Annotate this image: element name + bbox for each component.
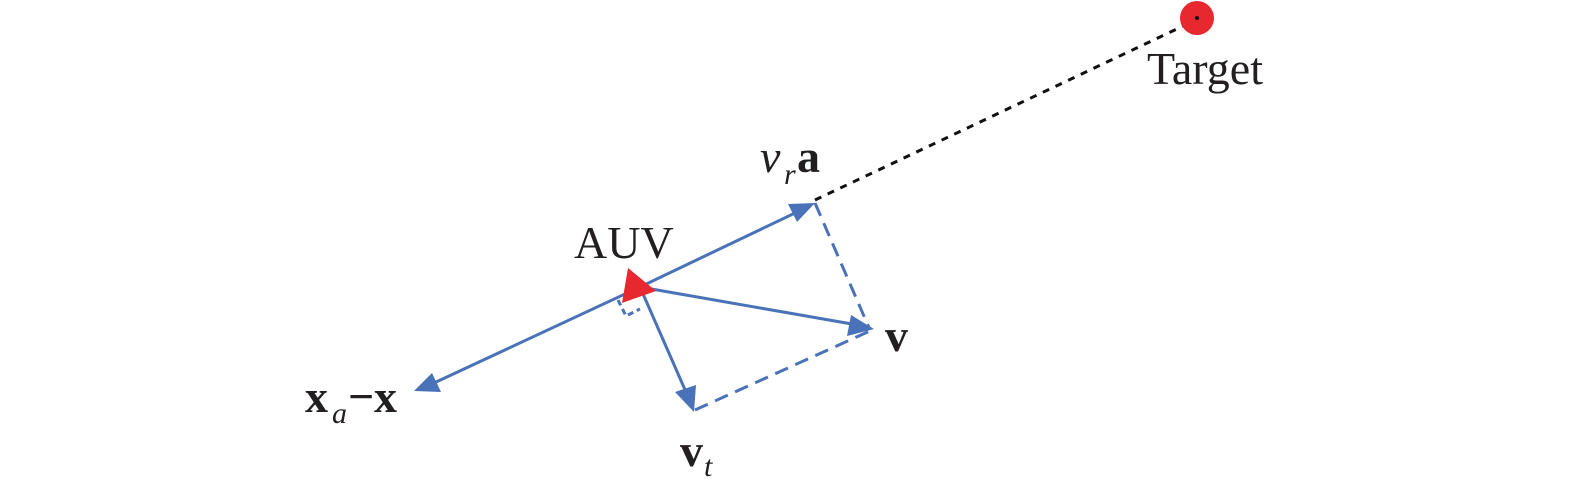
line-to-target <box>814 17 1199 202</box>
target-center-dot <box>1195 16 1199 20</box>
va-label-subscript-r: r <box>784 158 796 191</box>
dashed-side-lower <box>694 328 873 412</box>
va-arrowhead <box>788 203 815 222</box>
vt-vector-line <box>638 286 688 393</box>
auv-label: AUV <box>574 217 674 268</box>
v-arrowhead <box>847 315 874 336</box>
v-label: v <box>885 310 908 361</box>
xa-label-x: x <box>305 371 328 422</box>
xa-minus-x-vector-line <box>433 285 641 385</box>
vt-arrowhead <box>675 385 696 412</box>
auv-marker <box>622 268 656 303</box>
va-label-v: v <box>760 131 781 182</box>
v-vector-line <box>639 285 853 326</box>
target-label: Target <box>1147 43 1263 94</box>
va-label-a: a <box>797 131 820 182</box>
vt-label: v <box>680 425 703 476</box>
dashed-side-upper <box>813 202 872 331</box>
va-vector-line <box>639 211 796 289</box>
xa-label-x2: x <box>374 371 397 422</box>
xa-label-subscript: a <box>332 397 347 430</box>
vt-label-subscript: t <box>704 450 713 483</box>
xa-label-minus: − <box>348 371 374 422</box>
xa-minus-x-arrowhead <box>414 373 441 392</box>
right-angle-marker <box>616 299 641 319</box>
